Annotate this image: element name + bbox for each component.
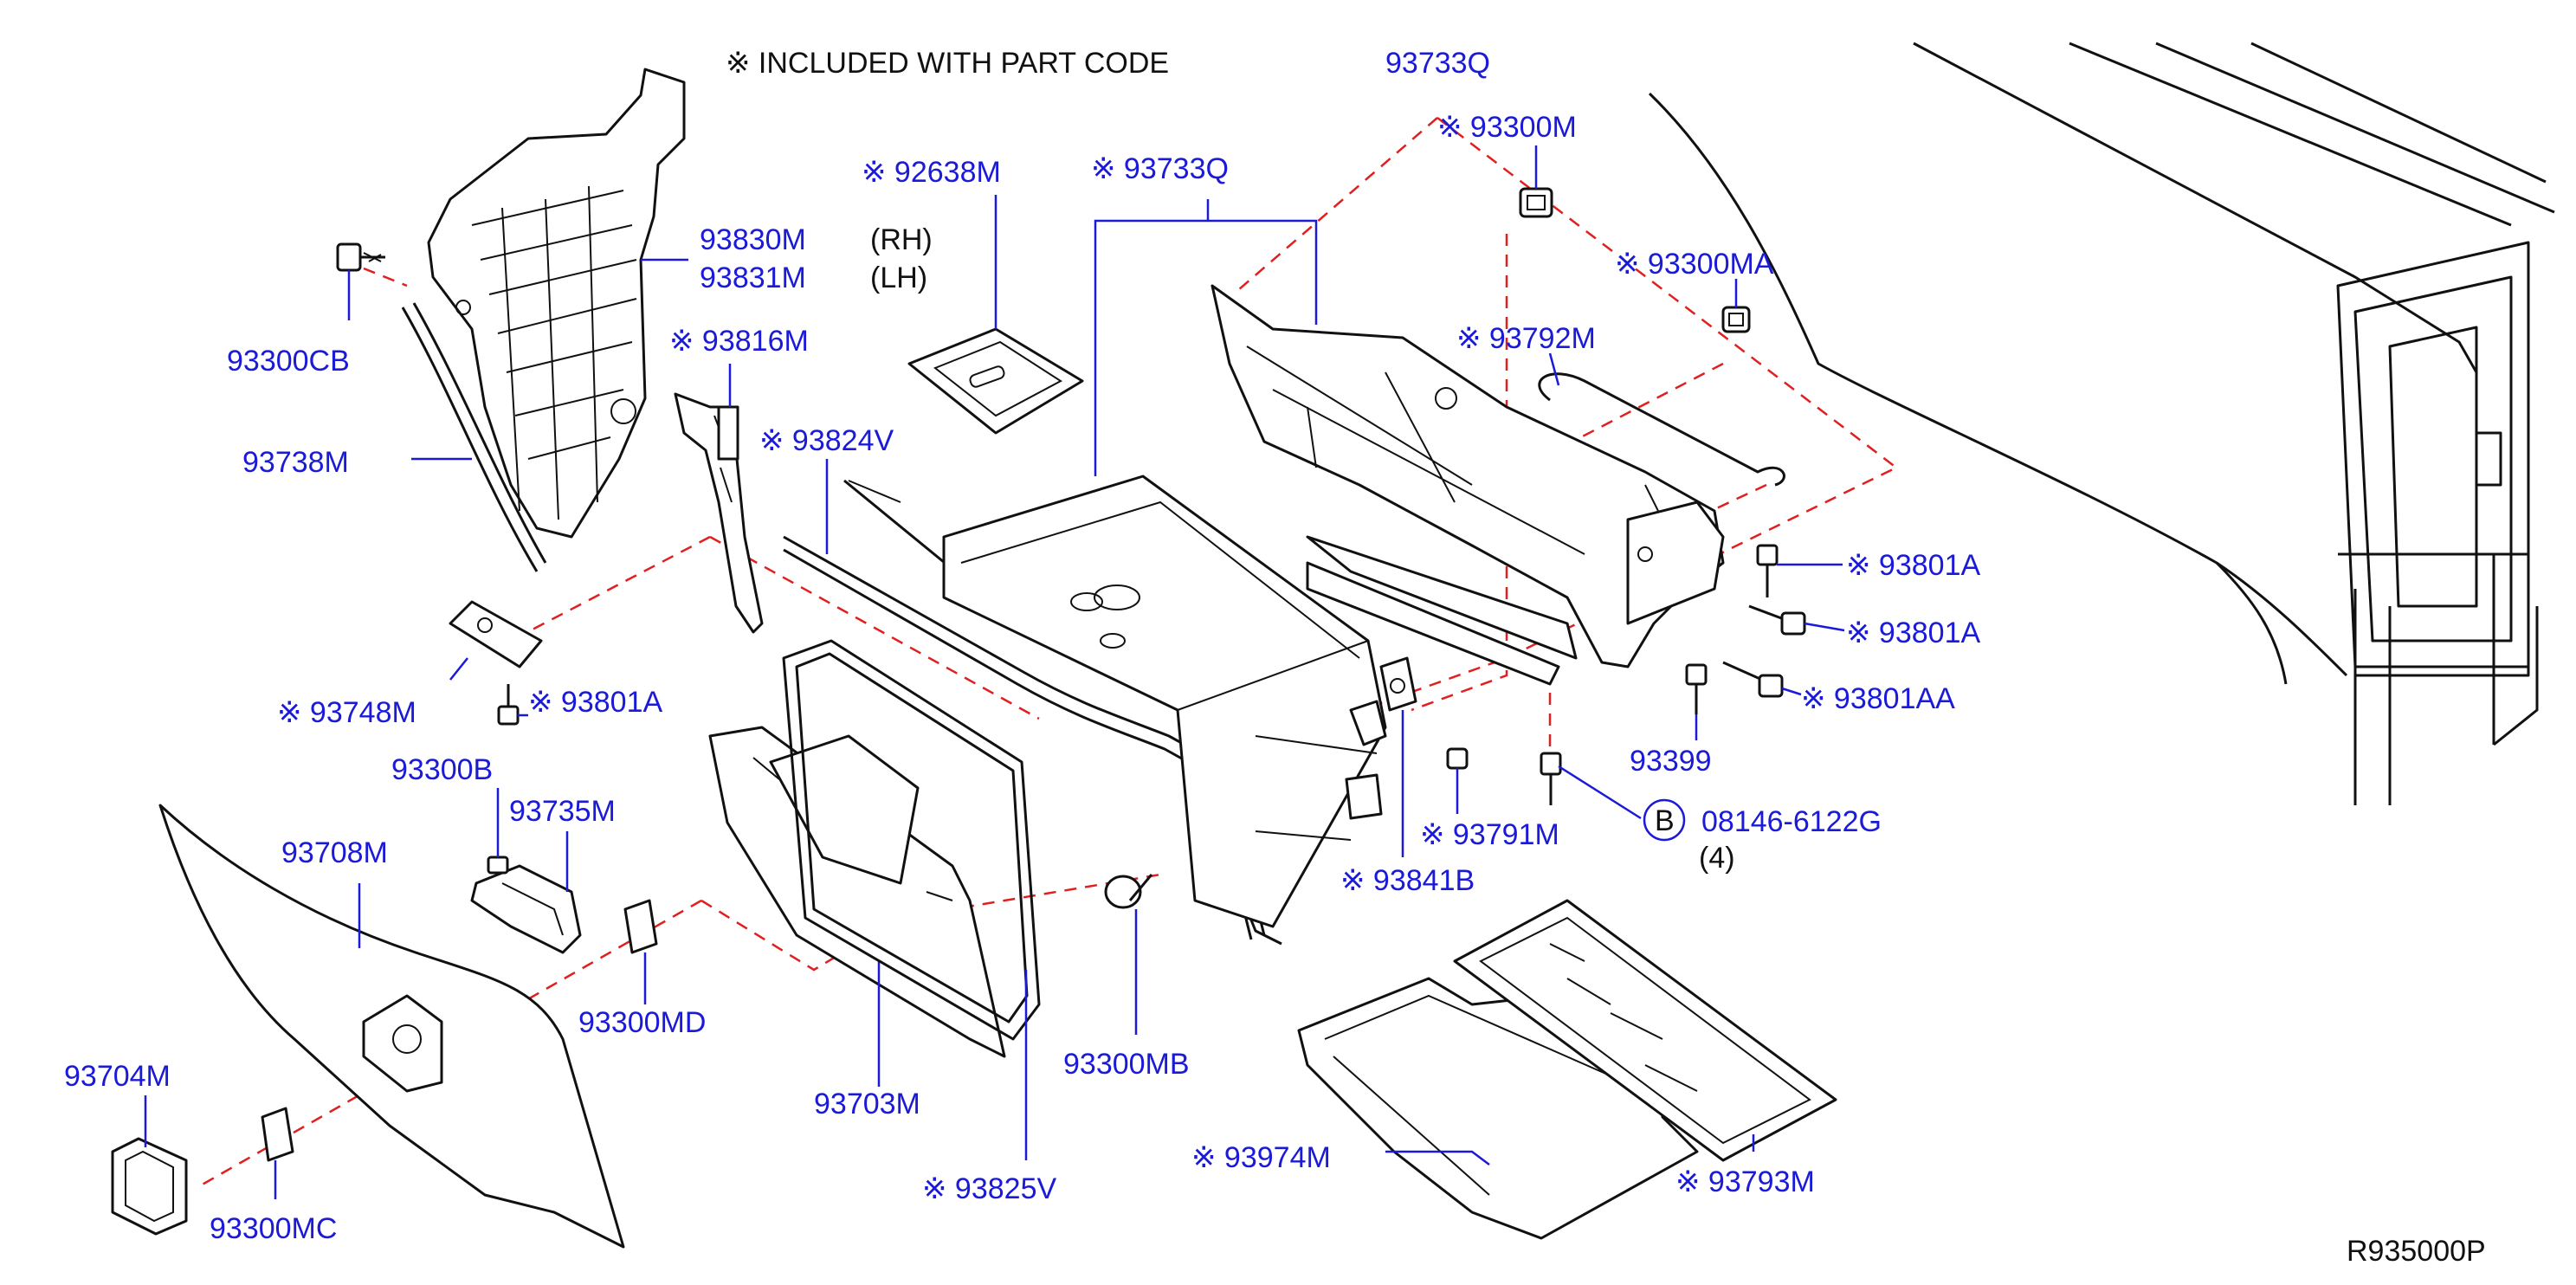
label-93735M: 93735M: [509, 795, 616, 828]
label-93300M: ※ 93300M: [1437, 111, 1577, 144]
part-93733Q-storage-tub[interactable]: [942, 475, 1387, 928]
part-93735M-bracket[interactable]: [470, 864, 582, 954]
label-93703M: 93703M: [814, 1088, 920, 1120]
callout-B: B: [1655, 804, 1675, 837]
part-08146-6122G-bolt[interactable]: [1540, 752, 1562, 805]
label-93801A-3: ※ 93801A: [528, 686, 662, 719]
label-93704M: 93704M: [64, 1060, 171, 1093]
part-93300CB-bolt[interactable]: [336, 242, 385, 272]
label-93300MB: 93300MB: [1063, 1048, 1190, 1081]
label-93748M: ※ 93748M: [277, 696, 416, 729]
part-93300B-nut[interactable]: [487, 856, 509, 875]
part-93738M-seal-strip[interactable]: [401, 302, 547, 572]
part-93300MA-clip[interactable]: [1721, 306, 1751, 333]
leader-93733Q-bracket: [1094, 199, 1318, 476]
part-93300M-clip[interactable]: [1519, 187, 1553, 218]
part-93801A-bolt-1[interactable]: [1756, 544, 1779, 597]
callout-circle-B: [1643, 798, 1686, 842]
part-93801AA-bolt[interactable]: [1722, 661, 1784, 698]
part-93703M-back-board[interactable]: [708, 726, 1006, 1058]
label-93841B: ※ 93841B: [1340, 864, 1475, 897]
label-92638M: ※ 92638M: [862, 156, 1001, 189]
label-93801A-1: ※ 93801A: [1846, 549, 1980, 582]
part-93748M-bracket[interactable]: [449, 600, 543, 668]
part-93801A-bolt-2[interactable]: [1748, 604, 1806, 636]
part-93733Q-frame[interactable]: [1211, 284, 1725, 686]
part-93793M-mat[interactable]: [1453, 899, 1837, 1162]
label-93300MC: 93300MC: [210, 1212, 337, 1245]
label-93708M: 93708M: [281, 836, 388, 869]
header-part-code: 93733Q: [1385, 47, 1490, 80]
part-93841B-clip[interactable]: [1345, 700, 1387, 820]
part-93399-bolt[interactable]: [1685, 663, 1708, 714]
part-93300MC-clip[interactable]: [261, 1107, 294, 1162]
header-note: ※ INCLUDED WITH PART CODE: [726, 47, 1169, 80]
label-93300MD: 93300MD: [578, 1006, 706, 1039]
label-93300MA: ※ 93300MA: [1615, 248, 1774, 281]
part-93801A-bolt-3[interactable]: [497, 684, 520, 726]
part-93830M-trim-panel[interactable]: [427, 68, 686, 539]
part-93792M-wire[interactable]: [1538, 372, 1785, 487]
label-93300B: 93300B: [391, 753, 493, 786]
part-93791M-bumper[interactable]: [1446, 747, 1469, 770]
label-93831M: 93831M: [700, 262, 806, 294]
part-93841B-fastener[interactable]: [1379, 656, 1417, 712]
label-93801A-2: ※ 93801A: [1846, 617, 1980, 649]
label-93801AA: ※ 93801AA: [1801, 682, 1955, 715]
label-93792M: ※ 93792M: [1456, 322, 1596, 355]
label-93738M: 93738M: [242, 446, 349, 479]
label-08146-6122G: 08146-6122G: [1701, 805, 1882, 838]
footer-reference: R935000P: [2347, 1235, 2486, 1268]
vehicle-body-outline: [1648, 42, 2555, 805]
label-93816M: ※ 93816M: [669, 325, 809, 358]
part-93300MD-clip[interactable]: [623, 899, 658, 954]
part-93816M-bracket[interactable]: [674, 392, 764, 634]
label-RH: (RH): [870, 223, 933, 256]
part-93708M-lid[interactable]: [158, 804, 625, 1249]
part-93704M-bezel[interactable]: [111, 1137, 188, 1236]
part-93300MB-push-clip[interactable]: [1104, 874, 1153, 909]
label-93791M: ※ 93791M: [1420, 818, 1559, 851]
label-93824V: ※ 93824V: [759, 424, 894, 457]
label-93793M: ※ 93793M: [1675, 1166, 1815, 1198]
part-92638M-pad[interactable]: [907, 327, 1084, 435]
label-93830M: 93830M: [700, 223, 806, 256]
label-93825V: ※ 93825V: [922, 1172, 1056, 1205]
label-93974M: ※ 93974M: [1191, 1141, 1331, 1174]
label-93733Q: ※ 93733Q: [1091, 152, 1229, 185]
label-93399: 93399: [1630, 745, 1712, 778]
part-labels: ※ 92638M ※ 93733Q ※ 93300M ※ 93300MA 938…: [64, 111, 1980, 1245]
label-qty-4: (4): [1699, 842, 1735, 875]
label-93300CB: 93300CB: [227, 345, 350, 378]
label-LH: (LH): [870, 262, 927, 294]
